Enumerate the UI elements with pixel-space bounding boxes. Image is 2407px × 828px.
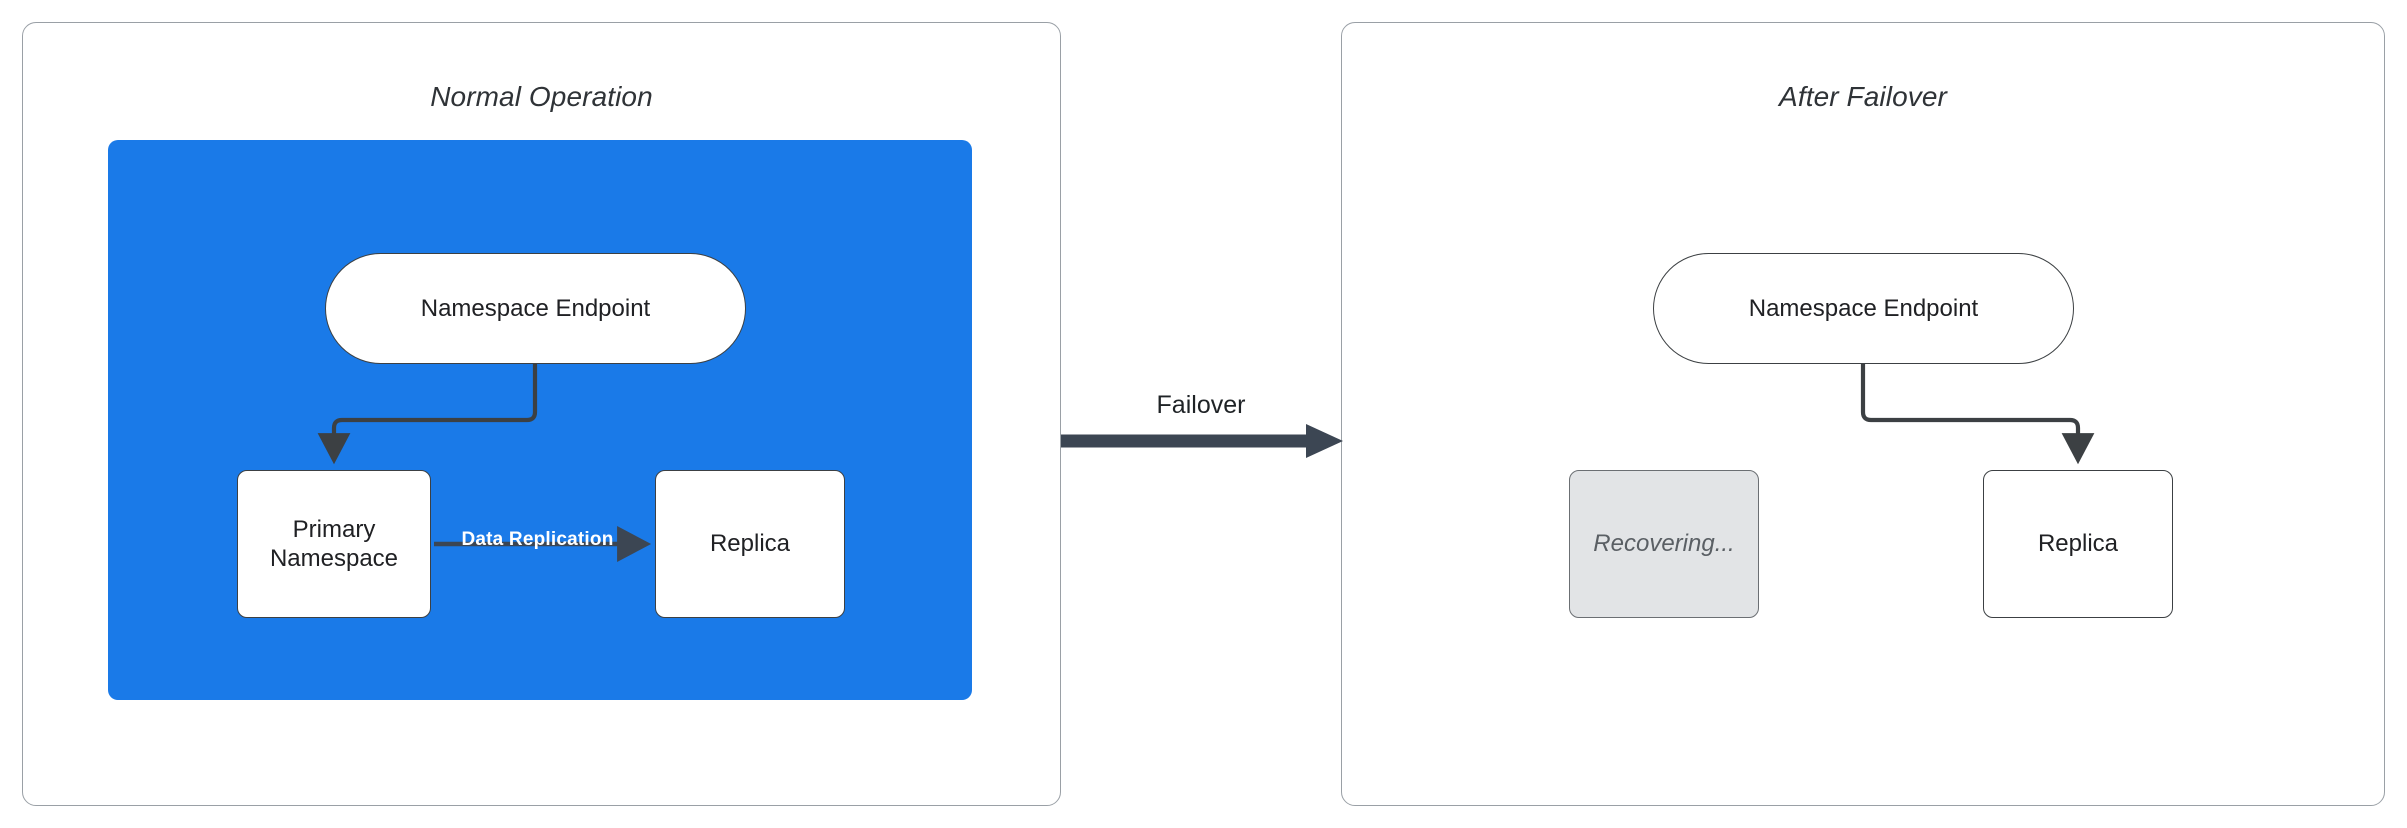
node-label: Replica bbox=[709, 530, 791, 558]
zone-after-failover bbox=[110, 140, 972, 700]
node-label: Replica bbox=[2037, 530, 2119, 558]
node-replica-normal[interactable]: Replica bbox=[655, 470, 845, 618]
panel-title-normal-operation: Normal Operation bbox=[430, 81, 653, 112]
node-replica-failover[interactable]: Replica bbox=[1983, 470, 2173, 618]
panel-after-failover: After Failover bbox=[1341, 22, 2385, 806]
edge-label-data-replication: Data Replication bbox=[461, 529, 614, 550]
failover-label: Failover bbox=[1156, 391, 1246, 419]
node-label: Namespace Endpoint bbox=[1748, 294, 1979, 322]
node-primary-namespace[interactable]: Primary Namespace bbox=[237, 470, 431, 618]
node-label: Recovering... bbox=[1593, 530, 1735, 558]
node-label: Primary Namespace bbox=[270, 515, 398, 574]
node-namespace-endpoint-failover[interactable]: Namespace Endpoint bbox=[1653, 253, 2074, 364]
node-namespace-endpoint-normal[interactable]: Namespace Endpoint bbox=[325, 253, 746, 364]
node-label-line1: Primary bbox=[292, 515, 376, 543]
node-label-line2: Namespace bbox=[269, 545, 399, 572]
node-recovering[interactable]: Recovering... bbox=[1569, 470, 1759, 618]
node-label: Namespace Endpoint bbox=[420, 294, 651, 322]
panel-title-after-failover: After Failover bbox=[1779, 81, 1947, 112]
failover-transition-arrow bbox=[1061, 424, 1343, 458]
